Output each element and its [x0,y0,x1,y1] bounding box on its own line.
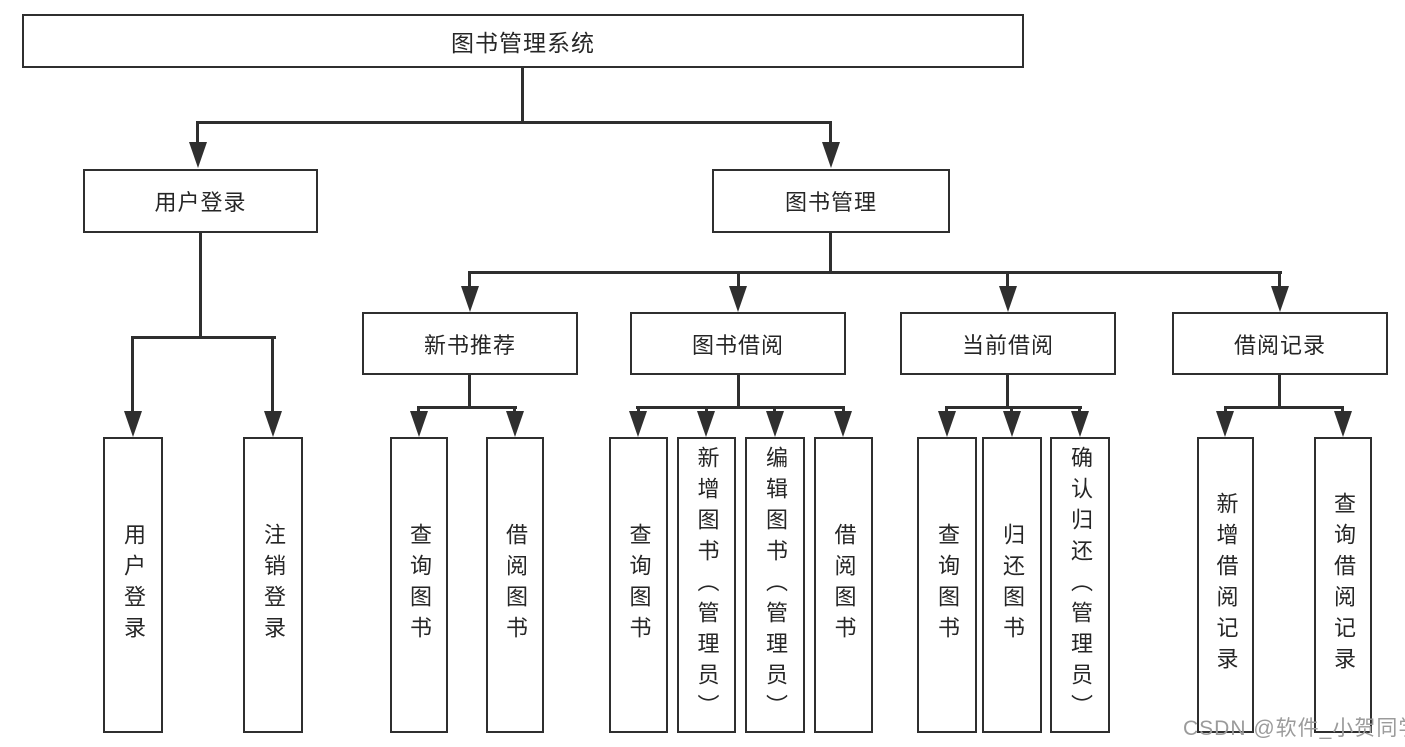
connector-root-stem [521,68,524,121]
connector-drop-user-login [196,121,199,147]
connector-drop-login [131,336,134,414]
leaf-bw-edit-books-admin: 编辑图书（管理员） [745,437,805,733]
connector-book-mgmt-split [468,271,1282,274]
connector-drop-nb-query [417,406,420,414]
leaf-nb-borrow-books-label: 借阅图书 [503,523,528,647]
leaf-logout-label: 注销登录 [261,523,286,647]
leaf-bw-add-books-admin-label: 新增图书（管理员） [694,445,720,725]
leaf-cu-confirm-return-admin-label: 确认归还（管理员） [1068,445,1093,725]
connector-drop-cu-query [945,406,948,414]
arrowhead-cu-return [1003,411,1021,437]
node-borrow-records: 借阅记录 [1172,312,1388,375]
leaf-user-login-label: 用户登录 [121,523,146,647]
leaf-rc-add-record-label: 新增借阅记录 [1213,492,1239,678]
leaf-user-login: 用户登录 [103,437,163,733]
watermark: CSDN @软件_小贺同学 [1183,717,1405,740]
arrowhead-bw-edit [766,411,784,437]
connector-drop-bw-add [705,406,708,414]
leaf-bw-add-books-admin: 新增图书（管理员） [677,437,736,733]
leaf-bw-query-books-label: 查询图书 [626,523,652,647]
arrowhead-cu-confirm [1071,411,1089,437]
connector-drop-rc-query [1341,406,1344,414]
connector-drop-book-mgmt [829,121,832,147]
connector-drop-rc-add [1224,406,1227,414]
arrowhead-logout [264,411,282,437]
connector-new-books-stem [468,375,471,406]
connector-drop-borrowing [737,271,740,289]
connector-drop-current [1006,271,1009,289]
node-new-book-recommend-label: 新书推荐 [423,332,516,358]
arrowhead-nb-query [410,411,428,437]
leaf-bw-edit-books-admin-label: 编辑图书（管理员） [763,445,788,725]
connector-drop-nb-borrow [513,406,516,414]
connector-root-split [196,121,832,124]
leaf-cu-confirm-return-admin: 确认归还（管理员） [1050,437,1110,733]
arrowhead-bw-query [629,411,647,437]
leaf-bw-borrow-books-label: 借阅图书 [831,523,857,647]
leaf-cu-return-books-label: 归还图书 [1000,523,1025,647]
connector-drop-cu-return [1010,406,1013,414]
leaf-rc-query-record: 查询借阅记录 [1314,437,1372,733]
node-current-borrowing-label: 当前借阅 [961,332,1054,358]
node-book-borrowing: 图书借阅 [630,312,846,375]
leaf-nb-borrow-books: 借阅图书 [486,437,544,733]
connector-drop-bw-borrow [842,406,845,414]
node-current-borrowing: 当前借阅 [900,312,1116,375]
connector-current-stem [1006,375,1009,406]
connector-book-mgmt-stem [829,233,832,271]
connector-user-login-stem [199,233,202,336]
leaf-cu-return-books: 归还图书 [982,437,1042,733]
leaf-bw-query-books: 查询图书 [609,437,668,733]
leaf-nb-query-books-label: 查询图书 [407,523,432,647]
leaf-logout: 注销登录 [243,437,303,733]
arrowhead-login [124,411,142,437]
arrowhead-current [999,286,1017,312]
arrowhead-new-books [461,286,479,312]
connector-drop-new-books [468,271,471,289]
connector-drop-logout [271,336,274,414]
leaf-nb-query-books: 查询图书 [390,437,448,733]
connector-borrowing-stem [737,375,740,406]
leaf-bw-borrow-books: 借阅图书 [814,437,873,733]
connector-records-stem [1278,375,1281,406]
connector-current-split [945,406,1082,409]
arrowhead-rc-query [1334,411,1352,437]
connector-drop-records [1278,271,1281,289]
arrowhead-rc-add [1216,411,1234,437]
arrowhead-records [1271,286,1289,312]
node-root-library-system: 图书管理系统 [22,14,1024,68]
node-user-login: 用户登录 [83,169,318,233]
node-book-borrowing-label: 图书借阅 [691,332,784,358]
arrowhead-cu-query [938,411,956,437]
connector-drop-bw-edit [773,406,776,414]
node-user-login-label: 用户登录 [154,190,247,215]
leaf-rc-add-record: 新增借阅记录 [1197,437,1254,733]
connector-drop-cu-confirm [1078,406,1081,414]
arrowhead-book-mgmt [822,142,840,168]
node-new-book-recommend: 新书推荐 [362,312,578,375]
node-borrow-records-label: 借阅记录 [1233,332,1326,358]
arrowhead-bw-borrow [834,411,852,437]
connector-new-books-split [417,406,517,409]
arrowhead-bw-add [697,411,715,437]
connector-user-login-split [131,336,276,339]
arrowhead-user-login [189,142,207,168]
node-book-management-label: 图书管理 [784,190,877,215]
arrowhead-borrowing [729,286,747,312]
arrowhead-nb-borrow [506,411,524,437]
leaf-cu-query-books-label: 查询图书 [935,523,960,647]
connector-drop-bw-query [637,406,640,414]
node-root-label: 图书管理系统 [451,30,595,56]
connector-borrowing-split [636,406,845,409]
node-book-management: 图书管理 [712,169,950,233]
leaf-rc-query-record-label: 查询借阅记录 [1331,492,1356,678]
connector-records-split [1224,406,1344,409]
leaf-cu-query-books: 查询图书 [917,437,977,733]
